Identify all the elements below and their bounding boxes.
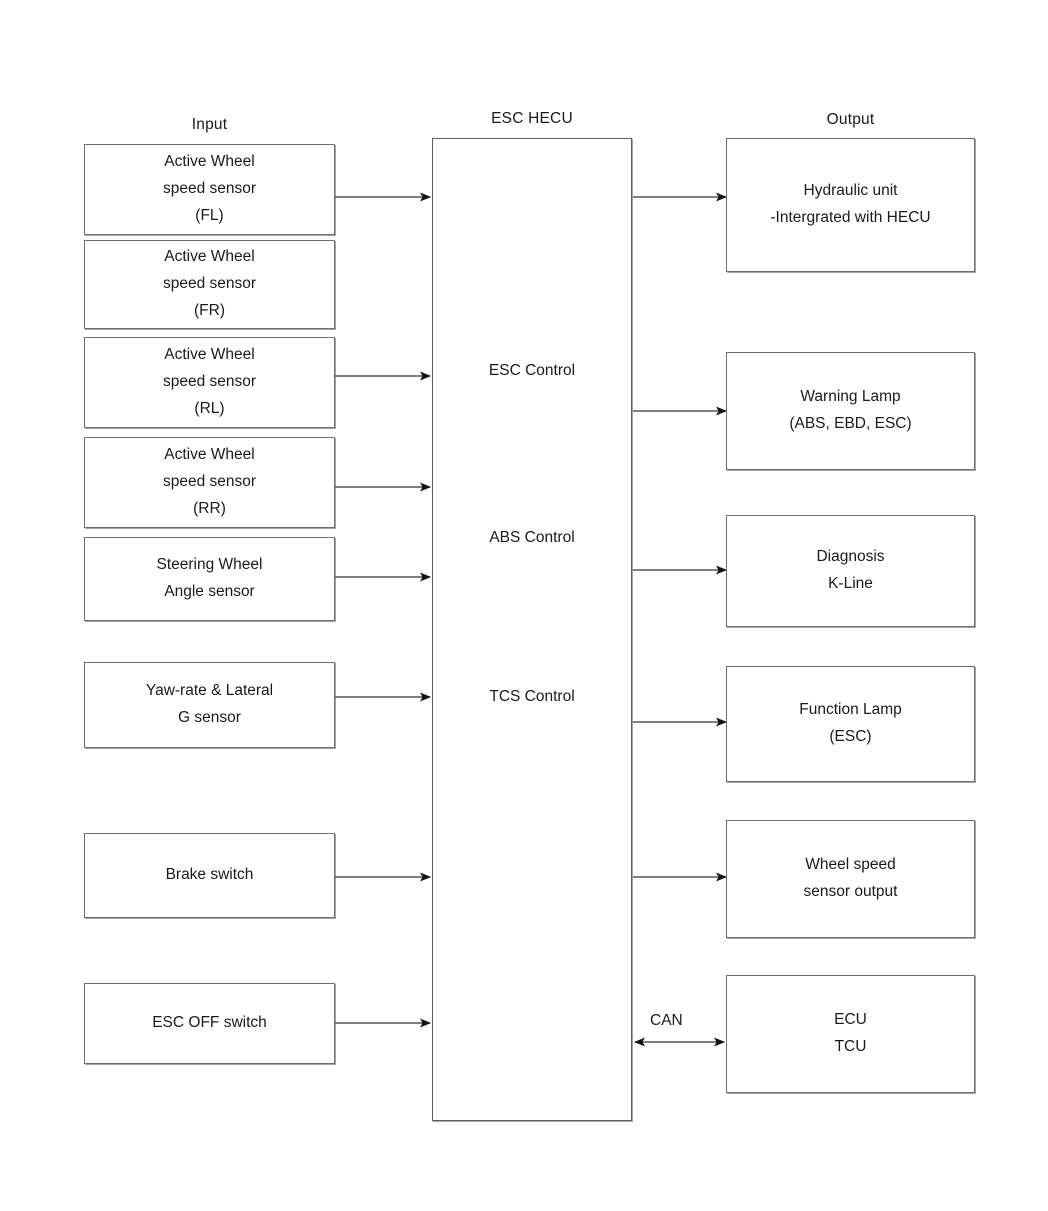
input-node-esc-off-switch[interactable]: ESC OFF switch [84,983,335,1064]
output-node-function-lamp[interactable]: Function Lamp (ESC) [726,666,975,782]
node-line: Steering Wheel [156,556,263,574]
node-line: Brake switch [165,866,254,884]
node-line: sensor output [803,883,898,900]
column-title-esc-hecu: ESC HECU [491,110,573,127]
hecu-function-abs-control: ABS Control [489,529,575,546]
node-line: (RL) [194,399,225,417]
node-line: ECU [834,1011,867,1029]
node-line: Active Wheel [164,248,255,266]
hecu-function-esc-control: ESC Control [488,362,576,379]
node-line: TCU [834,1038,867,1055]
node-line: (ESC) [829,728,872,745]
node-line: (FL) [195,206,224,224]
output-node-warning-lamp[interactable]: Warning Lamp (ABS, EBD, ESC) [726,352,975,470]
node-line: ESC OFF switch [152,1014,267,1032]
node-line: Hydraulic unit [803,182,898,200]
output-node-hydraulic-unit[interactable]: Hydraulic unit -Intergrated with HECU [726,138,975,272]
output-node-wheel-speed-sensor-output[interactable]: Wheel speed sensor output [726,820,975,938]
node-line: Active Wheel [164,153,255,171]
node-line: K-Line [828,575,873,592]
column-title-output: Output [826,111,875,128]
node-line: Warning Lamp [800,388,901,406]
node-line: Active Wheel [164,446,255,464]
node-line: (FR) [194,301,225,319]
node-line: G sensor [178,709,241,726]
node-line: Wheel speed [805,856,896,874]
output-node-ecu-tcu[interactable]: ECU TCU [726,975,975,1093]
esc-hecu-block[interactable] [432,138,632,1121]
node-line: speed sensor [162,180,257,198]
node-line: -Intergrated with HECU [770,209,931,226]
node-line: speed sensor [162,373,257,391]
node-line: (RR) [193,499,226,517]
input-node-yaw-rate-lateral-g-sensor[interactable]: Yaw-rate & Lateral G sensor [84,662,335,748]
node-line: Active Wheel [164,346,255,364]
input-node-wheel-speed-rl[interactable]: Active Wheel speed sensor (RL) [84,337,335,428]
node-line: Angle sensor [164,583,255,600]
node-line: (ABS, EBD, ESC) [789,415,912,432]
node-line: Yaw-rate & Lateral [145,682,274,700]
input-node-wheel-speed-rr[interactable]: Active Wheel speed sensor (RR) [84,437,335,528]
input-node-steering-angle-sensor[interactable]: Steering Wheel Angle sensor [84,537,335,621]
column-title-input: Input [191,116,228,133]
output-node-diagnosis-k-line[interactable]: Diagnosis K-Line [726,515,975,627]
input-node-wheel-speed-fr[interactable]: Active Wheel speed sensor (FR) [84,240,335,329]
input-node-brake-switch[interactable]: Brake switch [84,833,335,918]
edge-label-can: CAN [650,1012,683,1029]
input-node-wheel-speed-fl[interactable]: Active Wheel speed sensor (FL) [84,144,335,235]
node-line: Diagnosis [816,548,885,566]
hecu-function-tcs-control: TCS Control [489,688,575,705]
node-line: Function Lamp [799,701,902,719]
node-line: speed sensor [162,275,257,293]
node-line: speed sensor [162,473,257,491]
